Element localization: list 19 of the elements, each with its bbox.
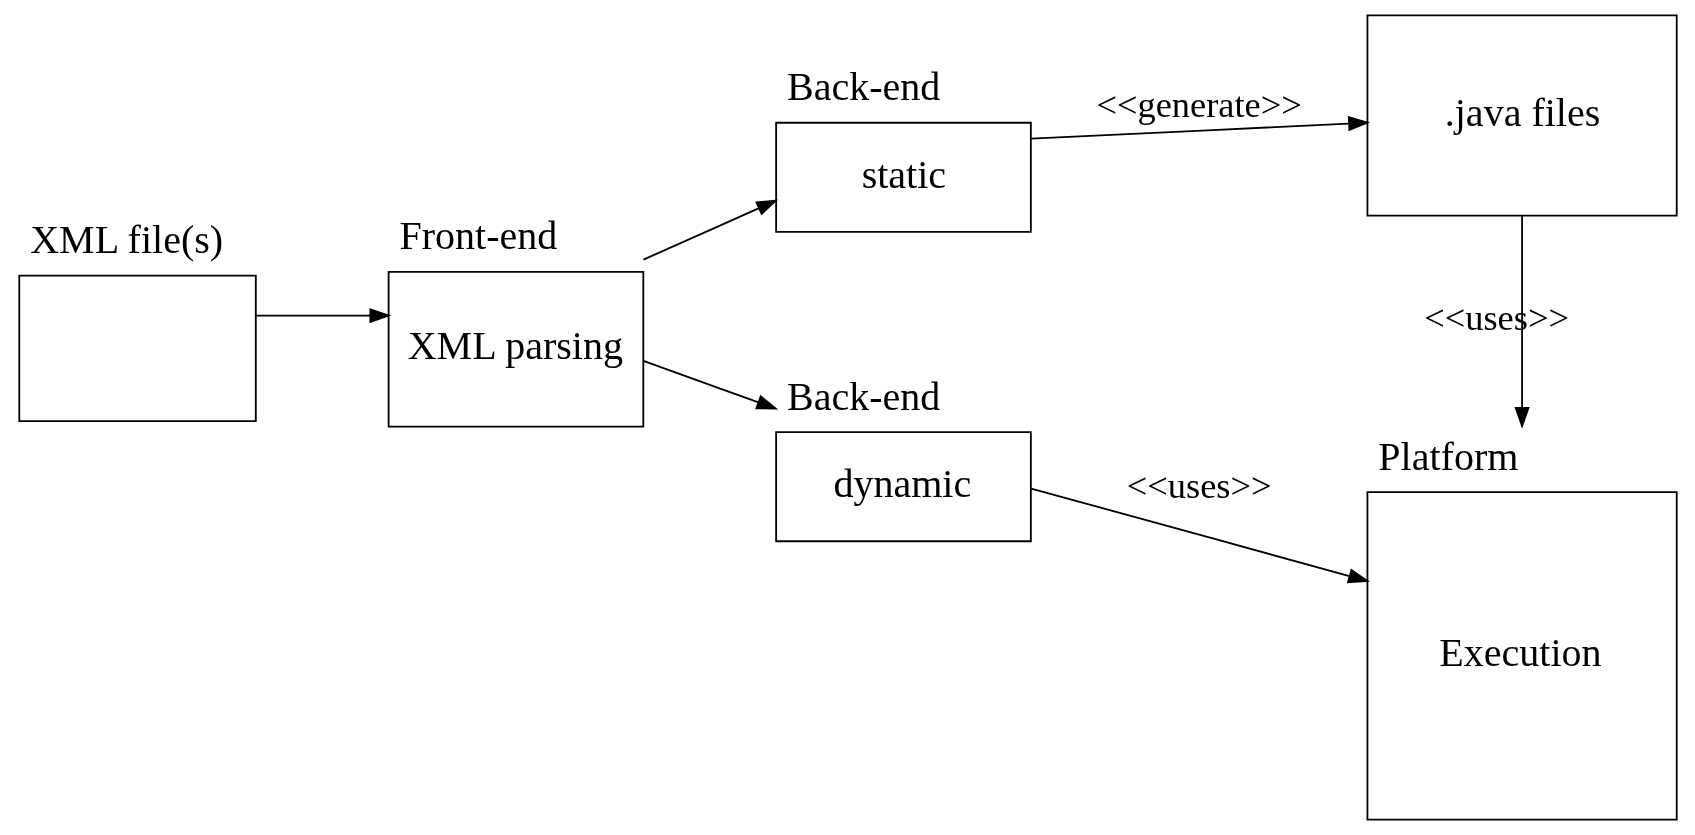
node-box: dynamic — [774, 431, 1032, 543]
node-box — [17, 274, 257, 423]
arrow — [642, 360, 778, 410]
node-box: static — [774, 121, 1032, 233]
node-label: Back-end — [786, 64, 940, 110]
node-label: XML file(s) — [29, 217, 223, 263]
arrow — [642, 199, 778, 261]
arrow — [1513, 215, 1530, 429]
arrow — [1029, 116, 1370, 140]
edge-label: <<uses>> — [1126, 465, 1271, 506]
node-box: XML parsing — [387, 271, 644, 428]
node-label: Platform — [1377, 433, 1518, 479]
edge-label: <<generate>> — [1096, 85, 1302, 126]
node-box: .java files — [1366, 14, 1678, 217]
node-label: Back-end — [786, 373, 940, 419]
node-box: Execution — [1366, 491, 1678, 821]
arrow — [254, 307, 391, 324]
node-label: Front-end — [399, 213, 557, 259]
arrow — [1029, 487, 1370, 584]
